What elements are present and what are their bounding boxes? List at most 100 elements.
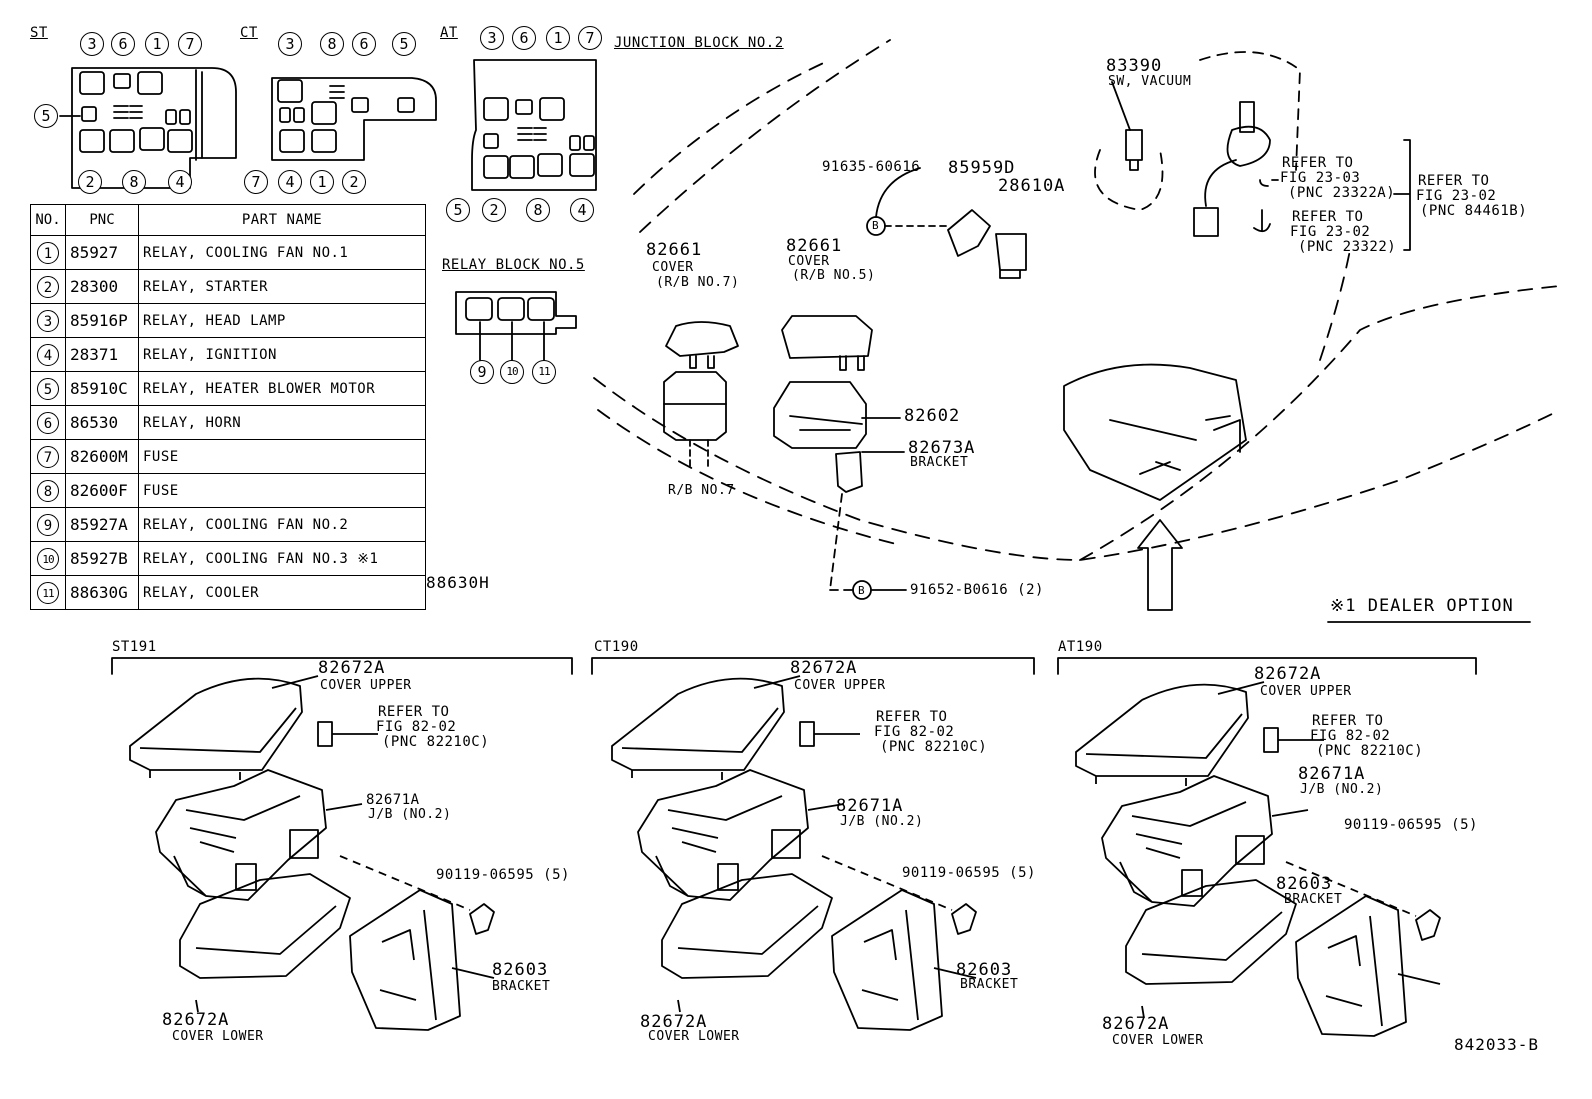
label-rb7-a: (R/B NO.7) [656,275,740,290]
row-pnc: 85927 [65,235,139,270]
bracket-no: 82603 [492,960,549,980]
dealer-option-note: ※1 DEALER OPTION [1330,596,1514,616]
row-pnc: 82600F [65,473,139,508]
callout-82661-a: 82661 [646,240,703,260]
refer-fig-82-02: (PNC 82210C) [382,734,490,750]
at-num: 7 [578,26,602,50]
engine-view-arrow [1137,519,1183,611]
callout-85959d: 85959D [948,158,1016,178]
cover-upper-label: COVER UPPER [320,678,412,693]
rb5-num: 10 [500,360,524,384]
st-num: 3 [80,32,104,56]
jb-label: J/B (NO.2) [1300,782,1384,797]
ct-num: 1 [310,170,334,194]
row-part-name: RELAY, COOLER [138,575,426,610]
cover-lower-no: 82672A [640,1012,708,1032]
refer-fig-82-02: FIG 82-02 [1310,728,1391,744]
vacuum-switch-area [1094,51,1301,211]
rb5-num: 9 [470,360,494,384]
ct-relay-layout [271,77,437,161]
refer-fig-82-02: REFER TO [1312,713,1384,729]
callout-82673a: 82673A [908,438,976,458]
row-part-name: RELAY, HEAD LAMP [138,303,426,338]
at-num: 8 [526,198,550,222]
row-number-circle: 2 [37,275,59,298]
refer-fig-23-03: FIG 23-03 [1280,170,1361,186]
ct-num: 3 [278,32,302,56]
row-pnc: 86530 [65,405,139,440]
ct-tab: CT [240,25,258,41]
row-number-circle: 5 [37,377,59,400]
refer-fig-82-02: REFER TO [876,709,948,725]
engine-shape [1063,363,1247,501]
header-part-name: PART NAME [138,204,426,236]
jb-no: 82671A [366,792,420,808]
st-num: 5 [34,104,58,128]
label-cover-a: COVER [652,260,694,275]
st-num: 7 [178,32,202,56]
row-pnc: 82600M [65,439,139,474]
at-num: 1 [546,26,570,50]
row-number: 1 [30,235,66,270]
row-part-name: RELAY, STARTER [138,269,426,304]
label-sw-vacuum: SW, VACUUM [1108,74,1192,89]
refer-fig-82-02: REFER TO [378,704,450,720]
cover-lower-no: 82672A [162,1010,230,1030]
row-number-circle: 11 [37,581,59,604]
at-num: 6 [512,26,536,50]
callout-91652: 91652-B0616 (2) [910,582,1044,598]
row-number-circle: 3 [37,309,59,332]
row-part-name: RELAY, IGNITION [138,337,426,372]
st-num: 4 [168,170,192,194]
cover-upper-no: 82672A [790,658,858,678]
at-tab: AT [440,25,458,41]
st-num: 8 [122,170,146,194]
row-number: 9 [30,507,66,542]
callout-91635: 91635-60616 [822,159,921,175]
row-pnc: 85916P [65,303,139,338]
row-number-circle: 7 [37,445,59,468]
jb-no: 82671A [1298,764,1366,784]
cover-lower-label: COVER LOWER [1112,1033,1204,1048]
cover-upper-no: 82672A [1254,664,1322,684]
jb-no: 82671A [836,796,904,816]
st-num: 2 [78,170,102,194]
st-num: 1 [145,32,169,56]
label-cover-b: COVER [788,254,830,269]
row-pnc: 85910C [65,371,139,406]
row-pnc: 28300 [65,269,139,304]
cover-upper-label: COVER UPPER [794,678,886,693]
row-pnc: 85927A [65,507,139,542]
callout-82602: 82602 [904,406,961,426]
cover-upper-label: COVER UPPER [1260,684,1352,699]
row-part-name: FUSE [138,439,426,474]
bracket-no: 82603 [956,960,1013,980]
ct-num: 4 [278,170,302,194]
row-number-circle: 6 [37,411,59,434]
bolt-b-label: B [872,219,880,232]
cover-lower-label: COVER LOWER [648,1029,740,1044]
row-pnc: 85927B [65,541,139,576]
jb-label: J/B (NO.2) [368,807,452,822]
header-pnc: PNC [65,204,139,236]
row-part-name: RELAY, COOLING FAN NO.2 [138,507,426,542]
row-part-name: FUSE [138,473,426,508]
row-pnc: 28371 [65,337,139,372]
relay-block-title: RELAY BLOCK NO.5 [442,257,585,273]
refer-fig-82-02: (PNC 82210C) [880,739,988,755]
ct-num: 7 [244,170,268,194]
junction-box-assembly [129,675,495,1031]
row-number: 10 [30,541,66,576]
at-num: 4 [570,198,594,222]
label-bracket-top: BRACKET [910,455,969,470]
row-part-name: RELAY, HORN [138,405,426,440]
table-header-row: NO. PNC PART NAME [30,204,426,236]
refer-fig-23-02-b: (PNC 84461B) [1420,203,1528,219]
row-number: 2 [30,269,66,304]
vehicle-outline [593,39,1561,561]
